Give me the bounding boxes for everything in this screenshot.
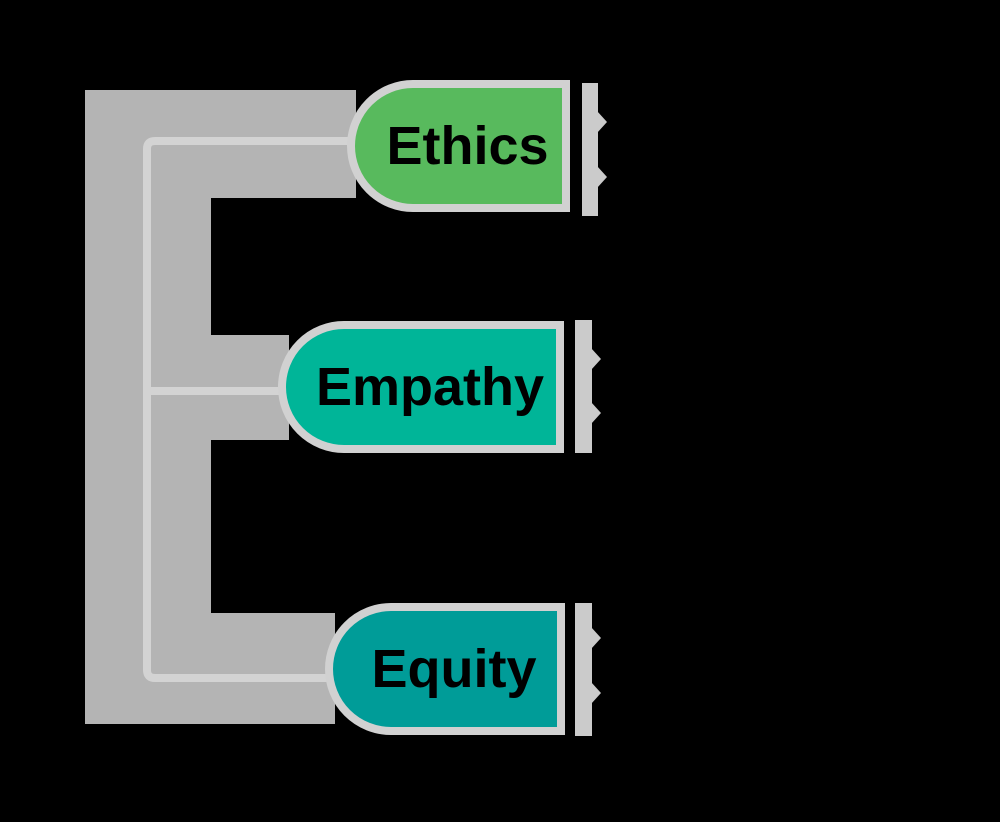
bullet-chevron-icon [597,111,607,133]
pill-ethics: Ethics [347,80,570,212]
bullet-bar-ethics [582,83,598,216]
bullet-chevron-icon [591,627,601,649]
bullet-chevron-icon [591,402,601,424]
bullet-bar-empathy [575,320,592,453]
pill-label-empathy: Empathy [315,357,545,417]
bullet-bar-equity [575,603,592,736]
bullet-chevron-icon [591,348,601,370]
pill-label-equity: Equity [371,639,537,699]
bullet-chevron-icon [597,166,607,188]
connector-outline-bracket [143,137,356,682]
bullet-chevron-icon [591,682,601,704]
pill-label-ethics: Ethics [386,116,549,176]
pill-empathy: Empathy [278,321,564,453]
pill-equity: Equity [325,603,565,735]
connector-silhouette [85,90,356,724]
